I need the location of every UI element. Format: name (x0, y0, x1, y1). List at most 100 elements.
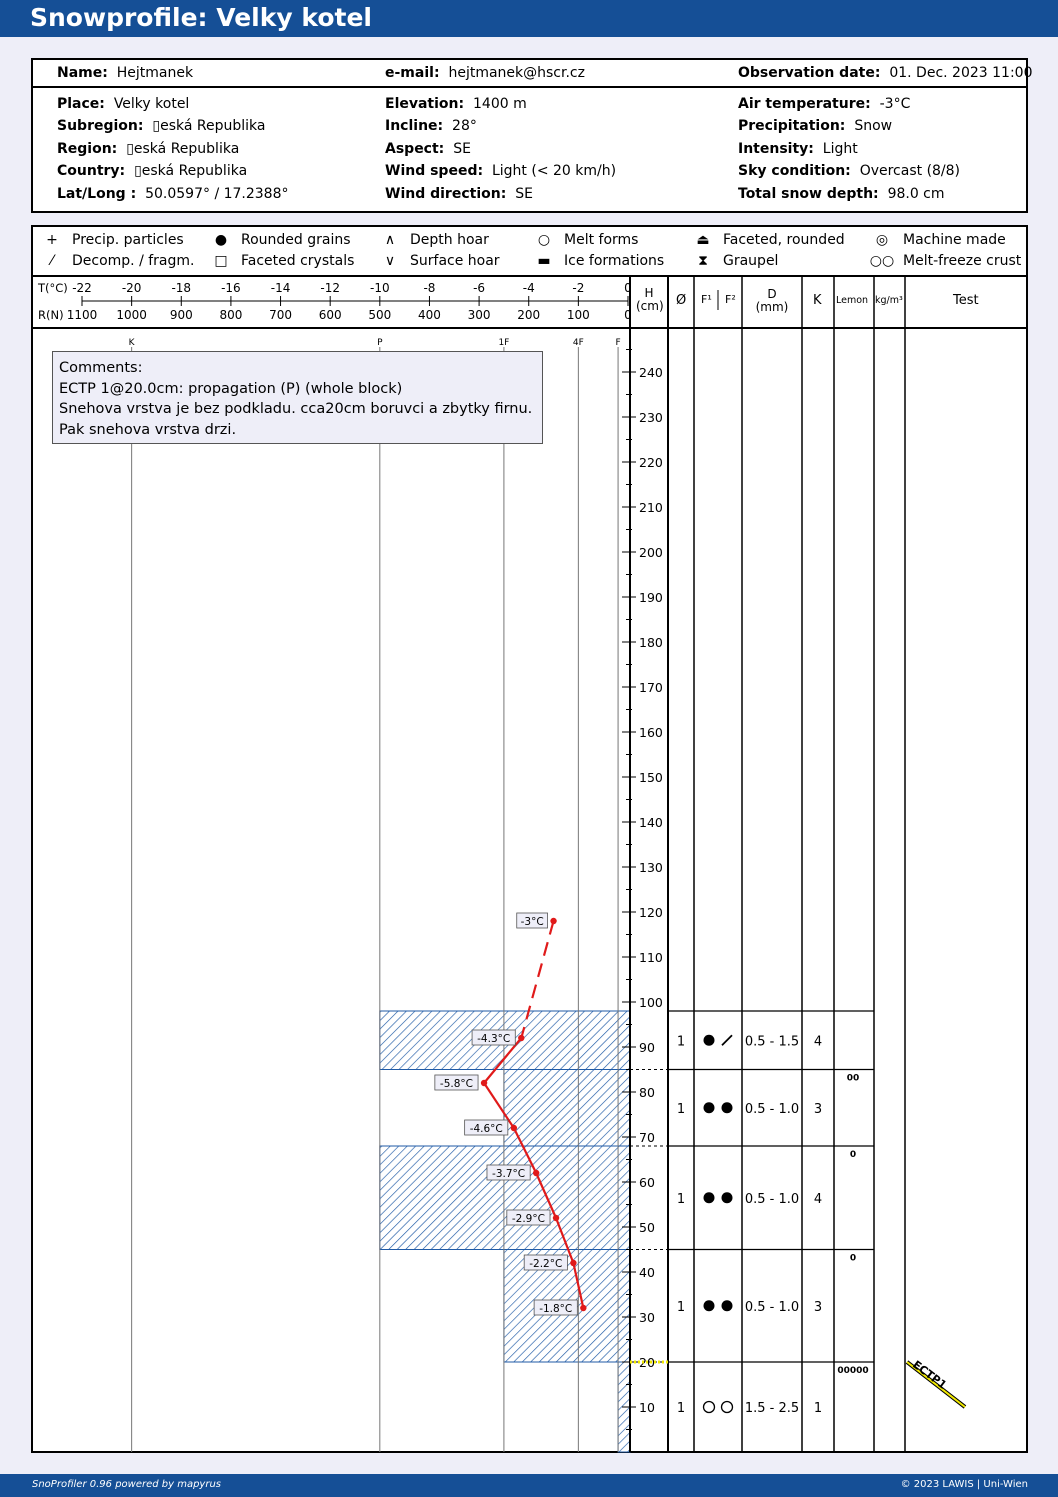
hardness-tick-label: P (377, 338, 383, 348)
legend-label: Graupel (723, 253, 779, 269)
d-unit: (mm) (755, 300, 789, 314)
resistance-tick-label: 1100 (67, 308, 98, 322)
hardness-tick-label: 4F (573, 338, 584, 348)
title-bar: Snowprofile: Velky kotel (0, 0, 1058, 37)
grain-diameter-value: 0.5 - 1.0 (745, 1102, 799, 1117)
height-tick-label: 70 (639, 1130, 655, 1145)
open-square-icon: □ (214, 253, 228, 269)
filled-circle-icon (703, 1102, 715, 1114)
resistance-tick-label: 400 (418, 308, 441, 322)
latlong-row: Lat/Long : 50.0597° / 17.2388° (57, 186, 289, 202)
temperature-segment (512, 1127, 538, 1174)
temperature-segment (572, 1262, 585, 1309)
metadata-divider (33, 86, 1026, 88)
temperature-tick-label: -8 (423, 281, 435, 295)
grain-class-value: 1 (677, 1401, 685, 1416)
temperature-label-box (506, 1209, 551, 1226)
footer-credit: SnoProfiler 0.96 powered by mapyrus (32, 1479, 222, 1490)
intensity-label: Intensity: (738, 141, 814, 157)
email-row: e-mail: hejtmanek@hscr.cz (385, 65, 585, 81)
windspeed-value: Light (< 20 km/h) (491, 163, 617, 179)
page-title: Snowprofile: Velky kotel (30, 3, 372, 32)
height-tick-label: 30 (639, 1310, 655, 1325)
open-circle-icon (702, 1400, 716, 1414)
resistance-tick-label: 700 (269, 308, 292, 322)
hardness-tick-label: K (129, 338, 136, 348)
latlong-value: 50.0597° / 17.2388° (145, 186, 289, 202)
resistance-tick-label: 800 (219, 308, 242, 322)
height-tick-label: 80 (639, 1085, 655, 1100)
legend-label: Decomp. / fragm. (72, 253, 195, 269)
legend-label: Ice formations (564, 253, 665, 269)
temperature-label-box (464, 1119, 509, 1136)
temperature-segment (555, 1217, 575, 1264)
temperature-tick-label: -4 (523, 281, 535, 295)
temperature-profile: -3°C-4.3°C-5.8°C-4.6°C-3.7°C-2.9°C-2.2°C… (434, 912, 587, 1316)
observer-email: hejtmanek@hscr.cz (448, 65, 585, 81)
temperature-point (480, 1079, 488, 1087)
temperature-label-box (523, 1254, 568, 1271)
temperature-tick-label: -16 (221, 281, 241, 295)
slash-icon: ⁄ (50, 253, 54, 269)
height-tick-label: 40 (639, 1265, 655, 1280)
temperature-label: -5.8°C (440, 1078, 473, 1090)
height-tick-label: 170 (639, 680, 663, 695)
hardness-tick-label: 1F (498, 338, 509, 348)
aspect-row: Aspect: SE (385, 141, 471, 157)
height-tick-label: 220 (639, 455, 663, 470)
comments-box: Comments: ECTP 1@20.0cm: propagation (P)… (52, 351, 543, 444)
comment-line: Pak snehova vrstva drzi. (59, 421, 237, 438)
precip-value: Snow (854, 118, 893, 134)
winddir-value: SE (515, 186, 533, 202)
height-tick-label: 60 (639, 1175, 655, 1190)
temperature-point (532, 1169, 540, 1177)
filled-circle-icon (703, 1034, 715, 1046)
temperature-point (570, 1259, 577, 1267)
winddir-row: Wind direction: SE (385, 186, 533, 202)
temperature-label: -3°C (521, 916, 544, 928)
sky-label: Sky condition: (738, 163, 851, 179)
hardness-k-value: 3 (814, 1102, 822, 1117)
resistance-tick-label: 100 (567, 308, 590, 322)
legend-label: Surface hoar (410, 253, 500, 269)
density-header: kg/m³ (875, 295, 903, 306)
temperature-label-box (516, 912, 548, 929)
temperature-tick-label: -6 (473, 281, 485, 295)
resistance-tick-label: 900 (170, 308, 193, 322)
temperature-segment (535, 1172, 558, 1219)
height-tick-label: 120 (639, 905, 663, 920)
grain-diameter-value: 0.5 - 1.0 (745, 1300, 799, 1315)
lemon-header: Lemon (836, 295, 869, 306)
legend-label: Faceted, rounded (723, 232, 845, 248)
temperature-label-box (434, 1074, 479, 1091)
filled-circle-icon (721, 1192, 733, 1204)
resistance-tick-label: 600 (319, 308, 342, 322)
footer: SnoProfiler 0.96 powered by mapyrus © 20… (0, 1474, 1058, 1497)
temperature-tick-label: -10 (370, 281, 390, 295)
grain-size-header: Ø (676, 293, 687, 308)
filled-circle-icon (703, 1192, 715, 1204)
lemon-value: 0 (850, 1254, 856, 1264)
h-column-header: H(cm) (636, 286, 664, 313)
temperature-tick-label: -22 (72, 281, 92, 295)
incline-label: Incline: (385, 118, 444, 134)
h-label: H (644, 286, 654, 300)
subregion-label: Subregion: (57, 118, 144, 134)
caret-down-icon: ∨ (384, 253, 396, 269)
height-tick-label: 210 (639, 500, 663, 515)
f2-header: F² (725, 293, 736, 306)
latlong-label: Lat/Long : (57, 186, 137, 202)
test-header: Test (953, 293, 979, 308)
height-tick-label: 150 (639, 770, 663, 785)
temperature-tick-label: -12 (320, 281, 340, 295)
hardness-layers (379, 1010, 631, 1453)
country-value: ▯eská Republika (134, 163, 248, 179)
f1-header: F¹ (701, 293, 712, 306)
hardness-k-value: 3 (814, 1300, 822, 1315)
name-row: Name: Hejtmanek (57, 65, 193, 81)
aspect-label: Aspect: (385, 141, 445, 157)
intensity-row: Intensity: Light (738, 141, 858, 157)
temperature-tick-label: 0 (624, 281, 632, 295)
height-tick-label: 110 (639, 950, 663, 965)
